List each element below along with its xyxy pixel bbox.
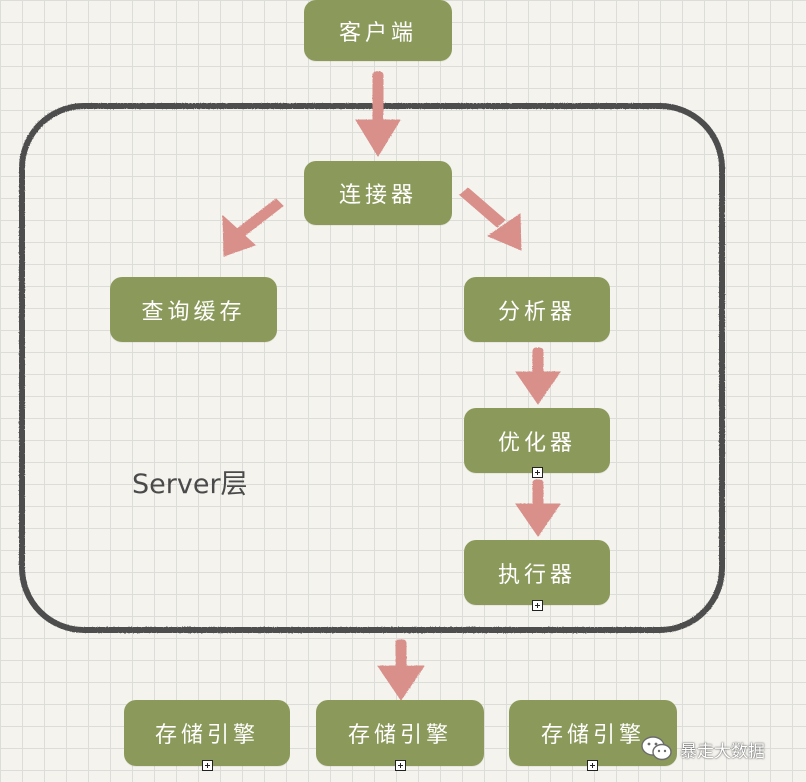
arrow-connector-to-query-cache [222, 198, 284, 257]
node-client: 客户端 [304, 0, 452, 61]
wechat-icon [641, 736, 672, 761]
node-optimizer: 优化器 [464, 408, 610, 473]
server-layer-container [19, 103, 725, 633]
node-storage-engine-2: 存储引擎 [316, 700, 484, 766]
watermark: 暴走大数据 [640, 732, 765, 766]
arrow-analyzer-to-optimizer [515, 347, 561, 405]
expand-marker-executor[interactable] [532, 600, 543, 611]
arrow-server-to-storage [377, 639, 425, 701]
expand-marker-storage-2[interactable] [395, 760, 406, 771]
arrow-connector-to-analyzer [459, 187, 522, 251]
node-analyzer: 分析器 [464, 277, 610, 342]
expand-marker-storage-3[interactable] [587, 760, 598, 771]
server-layer-label: Server层 [132, 469, 248, 500]
arrow-client-to-connector [355, 71, 401, 157]
node-connector: 连接器 [304, 161, 452, 225]
node-query-cache: 查询缓存 [110, 277, 277, 342]
node-executor: 执行器 [464, 540, 610, 605]
expand-marker-optimizer[interactable] [532, 467, 543, 478]
arrow-optimizer-to-executor [515, 479, 561, 537]
node-storage-engine-1: 存储引擎 [124, 700, 290, 766]
expand-marker-storage-1[interactable] [202, 760, 213, 771]
watermark-text: 暴走大数据 [680, 741, 765, 762]
